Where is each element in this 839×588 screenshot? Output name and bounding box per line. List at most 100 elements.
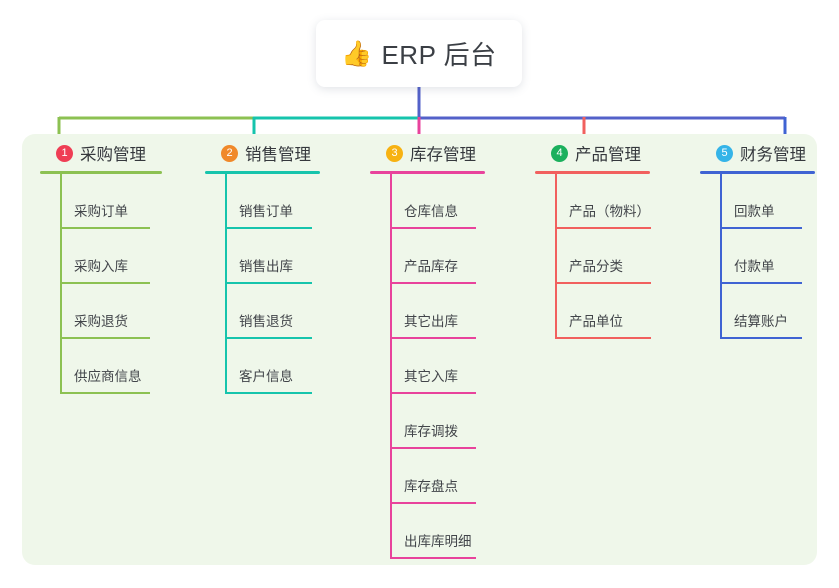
list-item-rule xyxy=(390,227,476,229)
column-header-3[interactable]: 3 库存管理 xyxy=(370,140,485,166)
list-item-label: 库存调拨 xyxy=(404,424,458,439)
column-header-rule xyxy=(40,171,162,174)
column-badge: 2 xyxy=(221,144,238,162)
column-spine xyxy=(555,174,557,339)
column-title: 财务管理 xyxy=(740,146,806,164)
list-item-label: 销售订单 xyxy=(239,204,293,219)
list-item-label: 产品分类 xyxy=(569,259,623,274)
list-item-label: 回款单 xyxy=(734,204,775,219)
list-item[interactable]: 付款单 xyxy=(700,229,815,284)
list-item-rule xyxy=(225,282,312,284)
column-4: 4 产品管理产品（物料） 产品分类产品单位 xyxy=(535,140,651,339)
list-item-label: 付款单 xyxy=(734,259,775,274)
column-badge: 3 xyxy=(386,144,403,162)
column-header-4[interactable]: 4 产品管理 xyxy=(535,140,650,166)
column-title: 产品管理 xyxy=(575,146,641,164)
list-item-rule xyxy=(60,337,150,339)
column-header-1[interactable]: 1 采购管理 xyxy=(40,140,162,166)
column-header-rule xyxy=(370,171,485,174)
root-node[interactable]: 👍 ERP 后台 xyxy=(316,20,522,87)
thumbs-up-icon: 👍 xyxy=(341,40,373,68)
list-item[interactable]: 产品单位 xyxy=(535,284,651,339)
list-item-label: 结算账户 xyxy=(734,314,788,329)
column-5: 5 财务管理回款单付款单结算账户 xyxy=(700,140,815,339)
list-item[interactable]: 采购入库 xyxy=(40,229,162,284)
list-item-rule xyxy=(390,502,476,504)
list-item-label: 采购入库 xyxy=(74,259,128,274)
list-item[interactable]: 回款单 xyxy=(700,174,815,229)
column-items: 采购订单采购入库采购退货供应商信息 xyxy=(40,174,162,394)
list-item[interactable]: 库存调拨 xyxy=(370,394,485,449)
root-title: ERP 后台 xyxy=(381,40,497,70)
column-spine xyxy=(60,174,62,394)
column-header-rule xyxy=(205,171,320,174)
list-item-label: 销售出库 xyxy=(239,259,293,274)
list-item[interactable]: 仓库信息 xyxy=(370,174,485,229)
column-badge: 5 xyxy=(716,144,733,162)
list-item-rule xyxy=(60,392,150,394)
list-item-rule xyxy=(390,392,476,394)
list-item-label: 产品库存 xyxy=(404,259,458,274)
column-items: 仓库信息产品库存其它出库其它入库库存调拨库存盘点出库库明细 xyxy=(370,174,485,559)
list-item[interactable]: 采购订单 xyxy=(40,174,162,229)
list-item-rule xyxy=(720,282,802,284)
list-item[interactable]: 产品库存 xyxy=(370,229,485,284)
list-item-rule xyxy=(390,557,476,559)
column-spine xyxy=(390,174,392,559)
list-item-rule xyxy=(390,447,476,449)
list-item-rule xyxy=(555,337,651,339)
column-header-rule xyxy=(535,171,650,174)
column-spine xyxy=(720,174,722,339)
list-item[interactable]: 其它入库 xyxy=(370,339,485,394)
column-items: 产品（物料） 产品分类产品单位 xyxy=(535,174,651,339)
column-title: 销售管理 xyxy=(245,146,311,164)
list-item[interactable]: 销售订单 xyxy=(205,174,320,229)
list-item[interactable]: 销售退货 xyxy=(205,284,320,339)
list-item-rule xyxy=(390,337,476,339)
list-item-label: 采购订单 xyxy=(74,204,128,219)
column-title: 采购管理 xyxy=(80,146,146,164)
column-spine xyxy=(225,174,227,394)
list-item[interactable]: 其它出库 xyxy=(370,284,485,339)
column-badge: 1 xyxy=(56,144,73,162)
list-item[interactable]: 产品（物料） xyxy=(535,174,651,229)
list-item-rule xyxy=(720,337,802,339)
list-item-label: 采购退货 xyxy=(74,314,128,329)
list-item-rule xyxy=(60,282,150,284)
list-item-rule xyxy=(225,227,312,229)
list-item[interactable]: 结算账户 xyxy=(700,284,815,339)
list-item-label: 产品单位 xyxy=(569,314,623,329)
column-badge: 4 xyxy=(551,144,568,162)
list-item[interactable]: 产品分类 xyxy=(535,229,651,284)
diagram-panel xyxy=(22,134,817,565)
list-item-label: 客户信息 xyxy=(239,369,293,384)
list-item[interactable]: 供应商信息 xyxy=(40,339,162,394)
list-item-rule xyxy=(225,337,312,339)
column-header-2[interactable]: 2 销售管理 xyxy=(205,140,320,166)
list-item-label: 仓库信息 xyxy=(404,204,458,219)
list-item-label: 其它出库 xyxy=(404,314,458,329)
column-header-5[interactable]: 5 财务管理 xyxy=(700,140,815,166)
column-3: 3 库存管理仓库信息产品库存其它出库其它入库库存调拨库存盘点出库库明细 xyxy=(370,140,485,559)
list-item[interactable]: 库存盘点 xyxy=(370,449,485,504)
column-2: 2 销售管理销售订单销售出库销售退货客户信息 xyxy=(205,140,320,394)
list-item-rule xyxy=(390,282,476,284)
column-items: 销售订单销售出库销售退货客户信息 xyxy=(205,174,320,394)
column-1: 1 采购管理采购订单采购入库采购退货供应商信息 xyxy=(40,140,162,394)
list-item-rule xyxy=(60,227,150,229)
list-item-rule xyxy=(720,227,802,229)
list-item-rule xyxy=(555,227,651,229)
list-item-rule xyxy=(225,392,312,394)
list-item[interactable]: 出库库明细 xyxy=(370,504,485,559)
list-item-label: 销售退货 xyxy=(239,314,293,329)
list-item[interactable]: 销售出库 xyxy=(205,229,320,284)
column-header-rule xyxy=(700,171,815,174)
column-items: 回款单付款单结算账户 xyxy=(700,174,815,339)
column-title: 库存管理 xyxy=(410,146,476,164)
list-item-label: 库存盘点 xyxy=(404,479,458,494)
list-item-label: 产品（物料） xyxy=(569,204,650,219)
list-item[interactable]: 客户信息 xyxy=(205,339,320,394)
list-item-label: 供应商信息 xyxy=(74,369,142,384)
list-item[interactable]: 采购退货 xyxy=(40,284,162,339)
